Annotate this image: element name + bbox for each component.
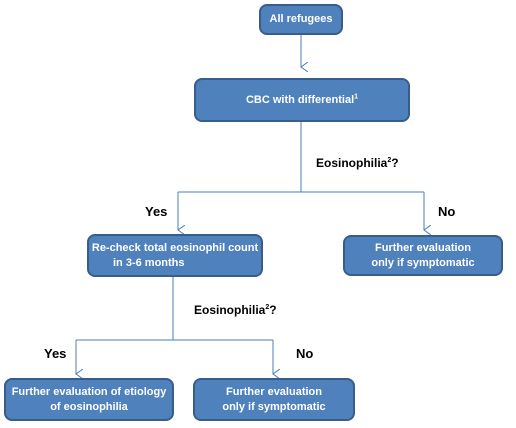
node-further-bottom-line1: Further evaluation <box>226 385 322 398</box>
branch-no-1: No <box>438 204 456 219</box>
node-all-refugees: All refugees <box>259 4 343 35</box>
node-etiology-line2: of eosinophilia <box>50 400 128 413</box>
node-recheck-line2: in 3-6 months <box>113 256 185 269</box>
branch-no-2: No <box>296 346 314 361</box>
node-etiology-eosinophilia: Further evaluation of etiology of eosino… <box>4 378 174 421</box>
node-further-eval-right: Further evaluation only if symptomatic <box>343 235 503 276</box>
branch-yes-1: Yes <box>145 204 168 219</box>
condition-eosinophilia-2: Eosinophilia2? <box>194 303 277 317</box>
node-all-refugees-label: All refugees <box>269 13 333 25</box>
node-further-eval-bottom: Further evaluation only if symptomatic <box>193 378 355 421</box>
condition-eosinophilia-1: Eosinophilia2? <box>316 156 399 170</box>
node-cbc-with-differential: CBC with differential1 <box>194 78 410 122</box>
node-further-right-line2: only if symptomatic <box>371 256 475 269</box>
node-recheck-line1: Re-check total eosinophil count <box>91 241 259 254</box>
branch-yes-2: Yes <box>44 346 67 361</box>
node-further-right-line1: Further evaluation <box>375 241 471 254</box>
node-cbc-label: CBC with differential1 <box>245 92 359 106</box>
node-recheck-eosinophil: Re-check total eosinophil count in 3-6 m… <box>87 234 263 277</box>
node-further-bottom-line2: only if symptomatic <box>222 400 326 413</box>
node-etiology-line1: Further evaluation of etiology <box>11 385 167 398</box>
